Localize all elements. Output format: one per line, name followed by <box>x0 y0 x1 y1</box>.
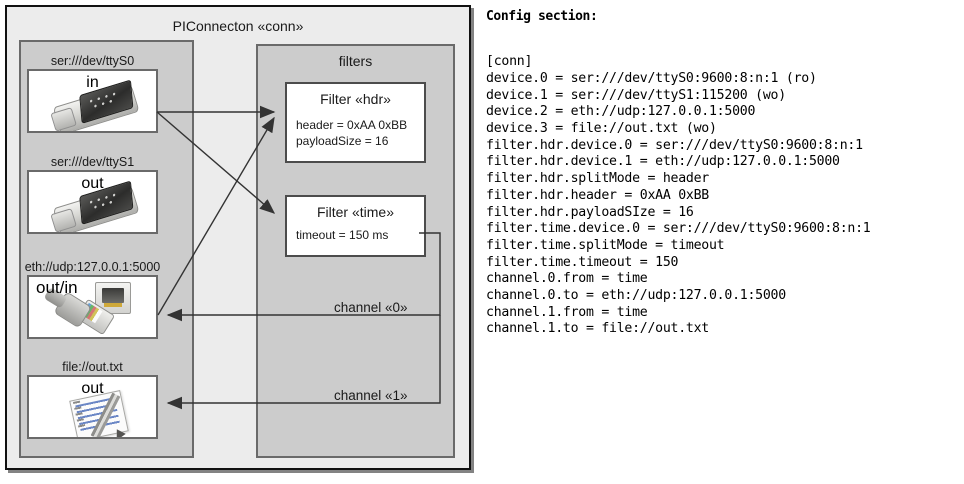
device-direction-eth: out/in <box>36 278 78 297</box>
piconnector-outer-frame: PIConnecton «conn» ser:///dev/ttyS0 in s… <box>5 5 471 470</box>
device-node-ttyS1[interactable]: ser:///dev/ttyS1 out <box>27 154 158 234</box>
config-text: [conn] device.0 = ser:///dev/ttyS0:9600:… <box>486 54 871 337</box>
filter-time-title: Filter «time» <box>316 204 395 220</box>
device-caption-file: file://out.txt <box>62 360 123 374</box>
device-direction-file: out <box>81 380 104 397</box>
filter-hdr-prop-payloadsize: payloadSize = 16 <box>296 134 389 148</box>
device-box-file[interactable]: out <box>27 375 158 439</box>
device-caption-ttyS0: ser:///dev/ttyS0 <box>50 54 135 68</box>
device-box-eth[interactable]: out/in <box>27 275 158 339</box>
filters-group-title: filters <box>338 53 373 69</box>
device-node-ttyS0[interactable]: ser:///dev/ttyS0 in <box>27 53 158 133</box>
channel-0-label: channel «0» <box>334 300 408 315</box>
connection-diagram: PIConnecton «conn» ser:///dev/ttyS0 in s… <box>0 0 478 484</box>
text-file-icon <box>69 390 139 437</box>
device-box-ttyS1[interactable]: out <box>27 170 158 234</box>
filter-time-prop-timeout: timeout = 150 ms <box>296 228 389 242</box>
filter-hdr-properties: header = 0xAA 0xBB payloadSize = 16 <box>296 117 407 149</box>
device-node-file[interactable]: file://out.txt out <box>27 359 158 439</box>
device-node-eth[interactable]: eth://udp:127.0.0.1:5000 out/in <box>25 259 160 339</box>
filter-time-box[interactable]: Filter «time» timeout = 150 ms <box>285 195 426 257</box>
device-caption-eth: eth://udp:127.0.0.1:5000 <box>24 260 161 274</box>
device-box-ttyS0[interactable]: in <box>27 69 158 133</box>
device-direction-ttyS0: in <box>86 74 99 91</box>
channel-1-label: channel «1» <box>334 388 408 403</box>
diagram-title: PIConnecton «conn» <box>172 18 304 34</box>
device-direction-ttyS1: out <box>81 175 104 192</box>
filter-hdr-title: Filter «hdr» <box>320 91 391 107</box>
config-heading: Config section: <box>486 9 598 24</box>
config-panel: Config section: [conn] device.0 = ser://… <box>483 0 964 484</box>
filter-time-properties: timeout = 150 ms <box>296 227 388 243</box>
filter-hdr-prop-header: header = 0xAA 0xBB <box>296 118 408 132</box>
filter-hdr-box[interactable]: Filter «hdr» header = 0xAA 0xBB payloadS… <box>285 82 426 163</box>
device-caption-ttyS1: ser:///dev/ttyS1 <box>50 155 135 169</box>
